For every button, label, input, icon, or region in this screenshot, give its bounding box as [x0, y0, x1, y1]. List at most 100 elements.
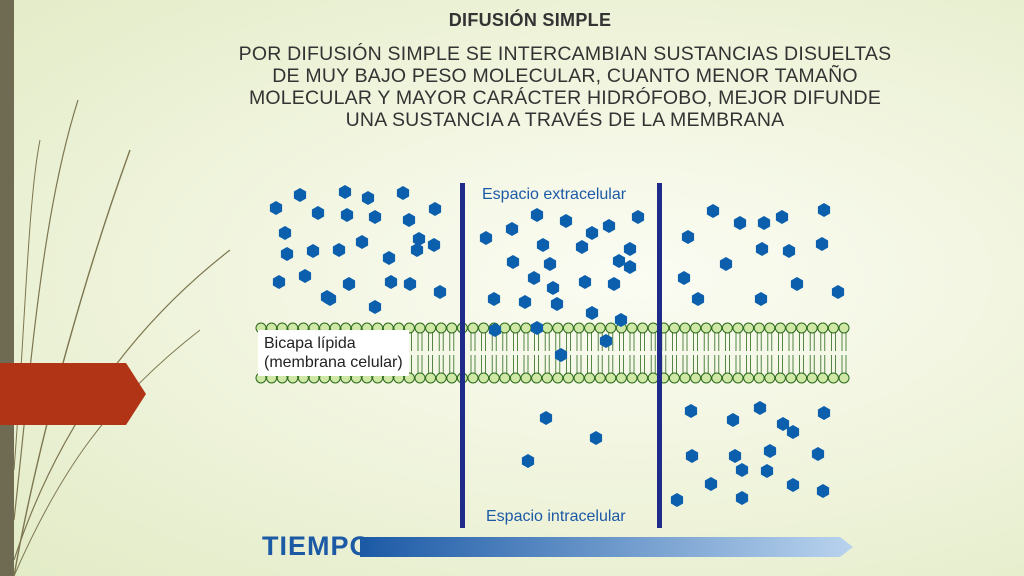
molecule-icon — [735, 491, 749, 505]
molecule-icon — [623, 260, 637, 274]
molecule-icon — [817, 406, 831, 420]
lipid-tail — [640, 355, 645, 373]
lipid-head — [573, 372, 585, 384]
lipid-head — [721, 372, 733, 384]
molecule-icon — [691, 292, 705, 306]
lipid-head — [668, 372, 680, 384]
molecule-icon — [681, 230, 695, 244]
lipid-tail — [703, 333, 709, 351]
molecule-icon — [396, 186, 410, 200]
molecule-icon — [306, 244, 320, 258]
lipid-tail — [841, 355, 847, 373]
molecule-icon — [546, 281, 560, 295]
lipid-head — [711, 372, 723, 384]
lipid-head — [414, 372, 426, 384]
lipid-tail — [523, 333, 529, 351]
lipid-tail — [661, 355, 667, 373]
lipid-head — [690, 372, 702, 384]
lipid-tail — [682, 355, 688, 373]
lipid-head — [637, 372, 649, 384]
molecule-icon — [427, 238, 441, 252]
lipid-head — [647, 322, 659, 334]
molecule-icon — [776, 417, 790, 431]
lipid-head — [520, 322, 532, 334]
lipid-head — [743, 322, 755, 334]
lipid-tail — [767, 333, 773, 351]
molecule-icon — [754, 292, 768, 306]
molecule-icon — [684, 404, 698, 418]
lipid-tail — [576, 333, 582, 351]
molecule-icon — [479, 231, 493, 245]
lipid-tail — [597, 355, 603, 373]
lipid-tail — [534, 333, 539, 351]
bilayer-label-line: Bicapa lípida — [264, 335, 356, 352]
lipid-tail — [629, 333, 635, 351]
lipid-head — [605, 372, 617, 384]
lipid-head — [679, 322, 691, 334]
molecule-icon — [355, 235, 369, 249]
molecule-icon — [607, 277, 621, 291]
lipid-tail — [682, 333, 688, 351]
lipid-tail — [576, 355, 582, 373]
lipid-tail — [820, 355, 826, 373]
molecule-icon — [332, 243, 346, 257]
lipid-tail — [831, 355, 836, 373]
lipid-head — [796, 322, 808, 334]
molecule-icon — [811, 447, 825, 461]
molecule-icon — [550, 297, 564, 311]
lipid-tail — [799, 355, 804, 373]
lipid-tail — [693, 355, 698, 373]
lipid-tail — [672, 333, 677, 351]
lipid-head — [626, 322, 638, 334]
lipid-head — [827, 322, 839, 334]
lipid-head — [573, 322, 585, 334]
lipid-head — [425, 322, 437, 334]
lipid-head — [785, 372, 797, 384]
lipid-head — [647, 372, 659, 384]
molecule-icon — [320, 290, 334, 304]
molecule-icon — [755, 242, 769, 256]
lipid-head — [446, 372, 458, 384]
lipid-tail — [672, 355, 677, 373]
lipid-tail — [788, 355, 794, 373]
lipid-tail — [566, 333, 571, 351]
molecule-icon — [578, 275, 592, 289]
lipid-tail — [449, 333, 455, 351]
molecule-icon — [278, 226, 292, 240]
lipid-tail — [703, 355, 709, 373]
lipid-tail — [481, 333, 486, 351]
lipid-head — [774, 322, 786, 334]
lipid-head — [838, 372, 850, 384]
molecule-icon — [585, 306, 599, 320]
body-line: DE MUY BAJO PESO MOLECULAR, CUANTO MENOR… — [272, 65, 858, 87]
molecule-icon — [311, 206, 325, 220]
molecule-icon — [402, 213, 416, 227]
lipid-tail — [650, 355, 656, 373]
body-line: POR DIFUSIÓN SIMPLE SE INTERCAMBIAN SUST… — [238, 43, 892, 65]
lipid-tail — [587, 355, 592, 373]
molecule-icon — [726, 413, 740, 427]
lipid-head — [499, 372, 511, 384]
lipid-head — [520, 372, 532, 384]
molecule-icon — [280, 247, 294, 261]
lipid-tail — [417, 355, 423, 373]
molecule-icon — [816, 484, 830, 498]
lipid-head — [541, 322, 553, 334]
lipid-head — [774, 372, 786, 384]
lipid-tail — [417, 333, 423, 351]
lipid-head — [562, 322, 574, 334]
lipid-tail — [629, 355, 635, 373]
molecule-icon — [272, 275, 286, 289]
molecule-icon — [763, 444, 777, 458]
molecule-icon — [817, 203, 831, 217]
lipid-tail — [491, 355, 497, 373]
molecule-icon — [368, 300, 382, 314]
lipid-head — [435, 322, 447, 334]
lipid-head — [827, 372, 839, 384]
molecule-icon — [488, 323, 502, 337]
accent-arrow-tab — [0, 363, 146, 425]
lipid-head — [615, 372, 627, 384]
lipid-head — [679, 372, 691, 384]
molecule-icon — [760, 464, 774, 478]
molecule-icon — [831, 285, 845, 299]
